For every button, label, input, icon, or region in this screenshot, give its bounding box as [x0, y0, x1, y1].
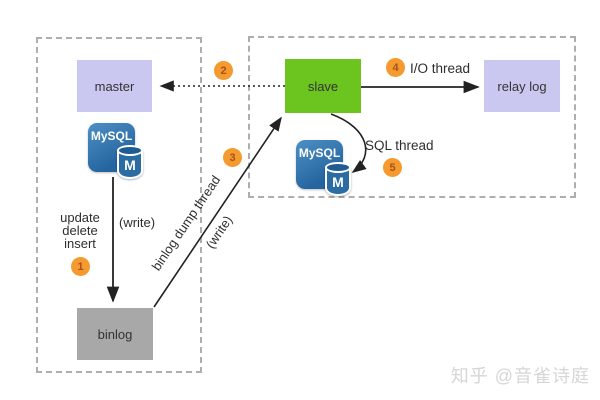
- sql-thread-curved-arrow: [330, 113, 367, 173]
- slave-group-region: [248, 36, 576, 198]
- mysql-logo-slave: MySQL M: [296, 140, 352, 196]
- step-badge-3: 3: [223, 148, 242, 167]
- operations-label: update delete insert: [48, 211, 112, 250]
- io-thread-label: I/O thread: [410, 61, 471, 76]
- cylinder-letter: M: [124, 157, 136, 173]
- sql-thread-label: SQL thread: [365, 138, 434, 153]
- watermark: 知乎 @音雀诗庭: [450, 366, 590, 386]
- cylinder-top: [325, 162, 351, 173]
- step-badge-2: 2: [214, 61, 233, 80]
- step-badge-4: 4: [386, 58, 405, 77]
- master-group-region: [36, 37, 202, 373]
- step-badge-1: 1: [71, 257, 90, 276]
- step-badge-5: 5: [383, 158, 402, 177]
- database-cylinder-icon: M: [325, 162, 351, 196]
- database-cylinder-icon: M: [117, 145, 143, 179]
- cylinder-top: [117, 145, 143, 156]
- mysql-logo-master: MySQL M: [88, 123, 144, 179]
- operation-delete: delete: [62, 223, 98, 238]
- cylinder-letter: M: [332, 174, 344, 190]
- slave-node: slave: [285, 59, 361, 113]
- relay-log-node: relay log: [484, 60, 560, 112]
- master-node: master: [77, 60, 152, 112]
- operation-insert: insert: [64, 236, 96, 251]
- binlog-node: binlog: [77, 308, 153, 360]
- binlog-dump-arrow: [153, 116, 282, 308]
- operation-update: update: [60, 210, 100, 225]
- write-master-label: (write): [119, 215, 156, 230]
